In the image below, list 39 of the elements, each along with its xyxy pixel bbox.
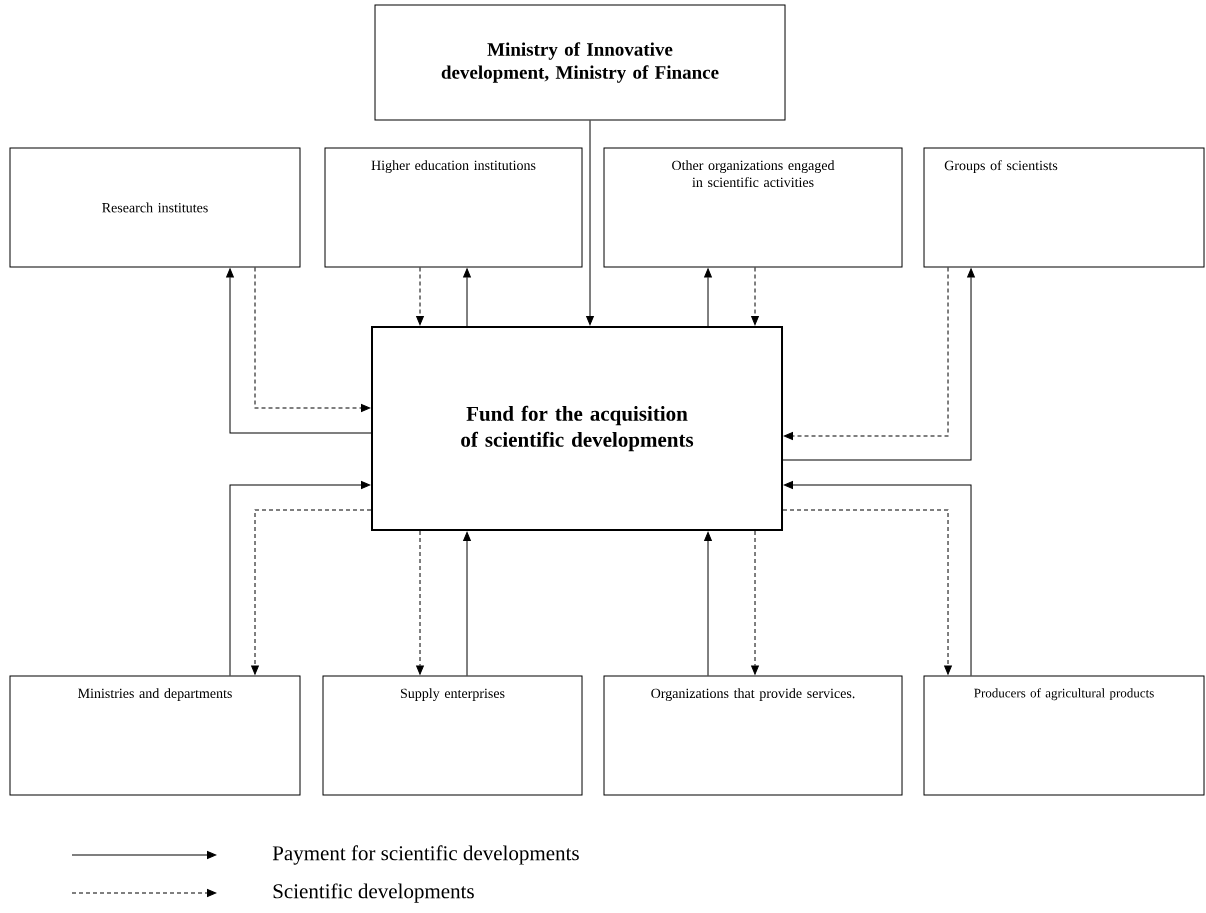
process-box (9, 675, 301, 796)
legend-label: Scientific developments (273, 883, 474, 903)
arrow (782, 509, 952, 675)
arrow (416, 530, 424, 675)
legend-label: Payment for scientific developments (272, 845, 579, 865)
arrow (229, 481, 371, 676)
box-label: Other organizations engaged in scientific activities (672, 160, 835, 188)
arrow (463, 268, 471, 327)
box-label: Supply enterprises (400, 688, 505, 701)
arrow (416, 267, 424, 326)
process-box (322, 675, 583, 796)
process-box (9, 147, 301, 268)
arrow (226, 268, 372, 434)
box-label: Ministry of Innovative development, Ministry of Finance (441, 42, 719, 83)
arrow (783, 267, 949, 440)
arrow (751, 267, 759, 326)
arrow (751, 530, 759, 675)
box-label: Ministries and departments (78, 688, 232, 701)
box-label: Groups of scientists (944, 160, 1058, 174)
arrow (463, 531, 471, 676)
process-box (603, 147, 903, 268)
arrow (251, 509, 372, 675)
process-box (603, 675, 903, 796)
process-box (923, 675, 1205, 796)
arrow (254, 267, 371, 412)
process-box (324, 147, 583, 268)
box-label: Producers of agricultural products (974, 688, 1154, 701)
arrow (704, 531, 712, 676)
box-label: Research institutes (102, 202, 208, 213)
arrow (783, 481, 972, 676)
arrow (586, 120, 594, 326)
process-box (923, 147, 1205, 268)
box-label: Organizations that provide services. (651, 688, 855, 701)
box-label: Higher education institutions (371, 160, 536, 173)
arrow (782, 268, 975, 461)
arrow (704, 268, 712, 327)
box-label: Fund for the acquisition of scientific developments (461, 405, 694, 452)
process-box (374, 4, 786, 121)
process-box (371, 326, 783, 531)
